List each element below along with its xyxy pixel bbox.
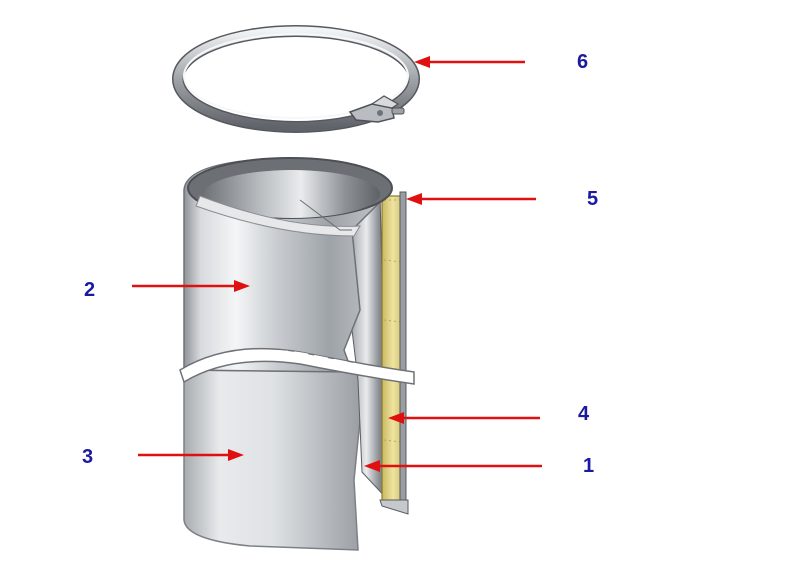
label-1: 1 xyxy=(583,455,595,477)
callout-arrows xyxy=(132,56,542,472)
arrow-5 xyxy=(406,193,536,205)
arrow-6 xyxy=(414,56,525,68)
label-4: 4 xyxy=(578,403,590,425)
break-line xyxy=(179,347,415,385)
arrow-2 xyxy=(132,280,250,292)
label-3: 3 xyxy=(82,446,94,468)
arrow-1 xyxy=(364,460,542,472)
clamp-ring xyxy=(172,25,420,133)
arrow-4 xyxy=(388,412,540,424)
label-2: 2 xyxy=(84,279,96,301)
label-5: 5 xyxy=(587,188,599,210)
arrow-3 xyxy=(138,449,244,461)
outer-casing-lower xyxy=(183,369,363,551)
label-6: 6 xyxy=(577,51,589,73)
pipe-body xyxy=(179,157,415,551)
outer-casing-edge xyxy=(399,191,407,505)
clamp-latch xyxy=(348,95,405,123)
